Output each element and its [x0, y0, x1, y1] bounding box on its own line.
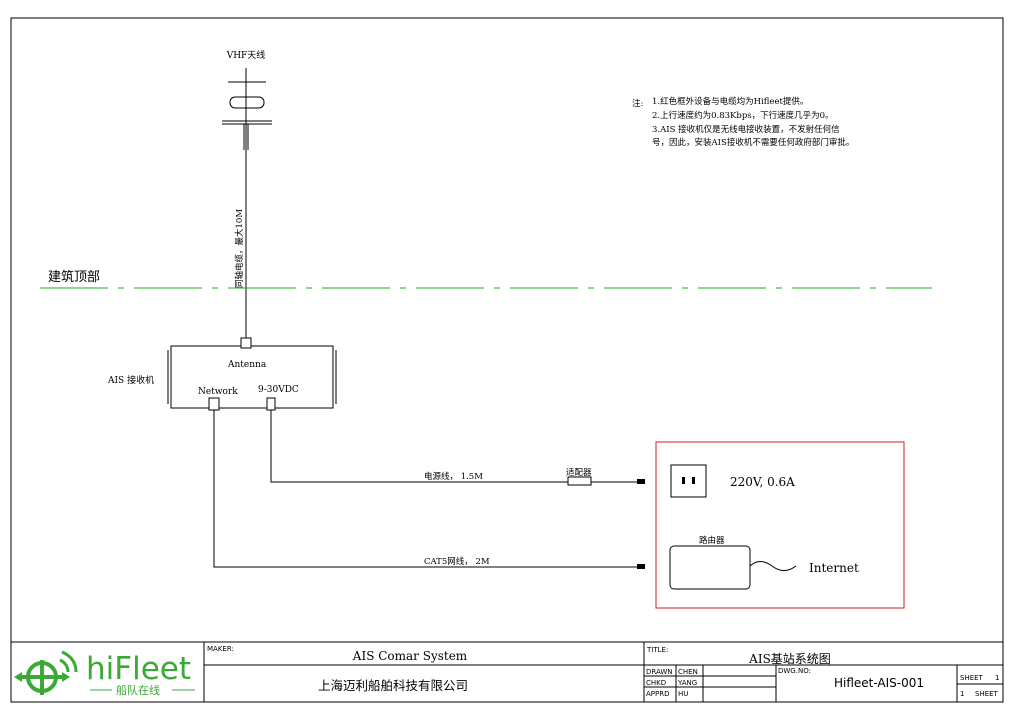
- drawn-label: DRAWN: [646, 668, 673, 676]
- power-cable-label: 电源线， 1.5M: [424, 471, 483, 482]
- dwg-value: Hifleet-AIS-001: [834, 676, 924, 690]
- power-plug: [637, 479, 645, 484]
- power-port: [266, 397, 276, 411]
- adapter-label: 适配器: [566, 467, 592, 478]
- notes-prefix: 注:: [632, 98, 643, 109]
- title-label: TITLE:: [646, 646, 668, 654]
- maker-label: MAKER:: [207, 645, 234, 653]
- company-name: 上海迈利船舶科技有限公司: [318, 678, 468, 693]
- antenna-port: [240, 337, 252, 349]
- power-adapter: [567, 476, 592, 486]
- ais-receiver-label: AIS 接收机: [107, 374, 154, 386]
- hifleet-logo: [14, 650, 78, 695]
- cat5-cable-label: CAT5网线， 2M: [424, 556, 490, 567]
- sheet-top-label: SHEET: [960, 674, 984, 682]
- vhf-antenna-label: VHF天线: [226, 49, 266, 61]
- vhf-antenna-icon: [222, 68, 272, 150]
- network-port: [208, 397, 220, 411]
- power-port-label: 9-30VDC: [258, 385, 299, 395]
- socket-label: 220V, 0.6A: [730, 475, 795, 489]
- coax-cable-label: 同轴电缆，最大10M: [234, 209, 245, 288]
- apprd-label: APPRD: [646, 690, 670, 698]
- sheet-top-value: 1: [995, 674, 999, 682]
- drawn-value: CHEN: [678, 668, 698, 676]
- logo-tagline: 船队在线: [116, 683, 160, 697]
- logo-text: hiFleet: [86, 651, 191, 687]
- title-block: [10, 641, 1004, 703]
- customer-equipment-box: [655, 441, 905, 609]
- chkd-label: CHKD: [646, 679, 666, 687]
- network-port-label: Network: [198, 387, 238, 397]
- internet-link: [749, 561, 797, 571]
- sheet-bottom-value: 1: [960, 690, 964, 698]
- router-icon: [669, 545, 751, 590]
- cat5-plug: [637, 564, 645, 569]
- chkd-value: YANG: [677, 679, 697, 687]
- antenna-port-label: Antenna: [227, 360, 267, 370]
- apprd-value: HU: [678, 690, 688, 698]
- note-line-3: 3.AIS 接收机仅是无线电接收装置，不发射任何信: [652, 124, 840, 135]
- power-socket-icon: [670, 464, 707, 498]
- roof-label: 建筑顶部: [48, 269, 100, 285]
- maker-value: AIS Comar System: [352, 649, 468, 663]
- internet-label: Internet: [809, 561, 859, 575]
- title-value: AIS基站系统图: [748, 652, 831, 666]
- cat5-cable: [213, 410, 640, 568]
- drawing-border: [10, 17, 1004, 703]
- router-label: 路由器: [699, 535, 725, 546]
- note-line-1: 1.红色框外设备与电缆均为Hifleet提供。: [652, 96, 808, 107]
- dwg-label: DWG.NO:: [778, 667, 811, 675]
- sheet-bottom-label: SHEET: [975, 690, 999, 698]
- note-line-2: 2.上行速度约为0.83Kbps，下行速度几乎为0。: [652, 110, 834, 121]
- ais-receiver-box: [167, 345, 337, 409]
- note-line-4: 号，因此，安装AIS接收机不需要任何政府部门审批。: [652, 137, 854, 148]
- power-cable: [270, 410, 568, 483]
